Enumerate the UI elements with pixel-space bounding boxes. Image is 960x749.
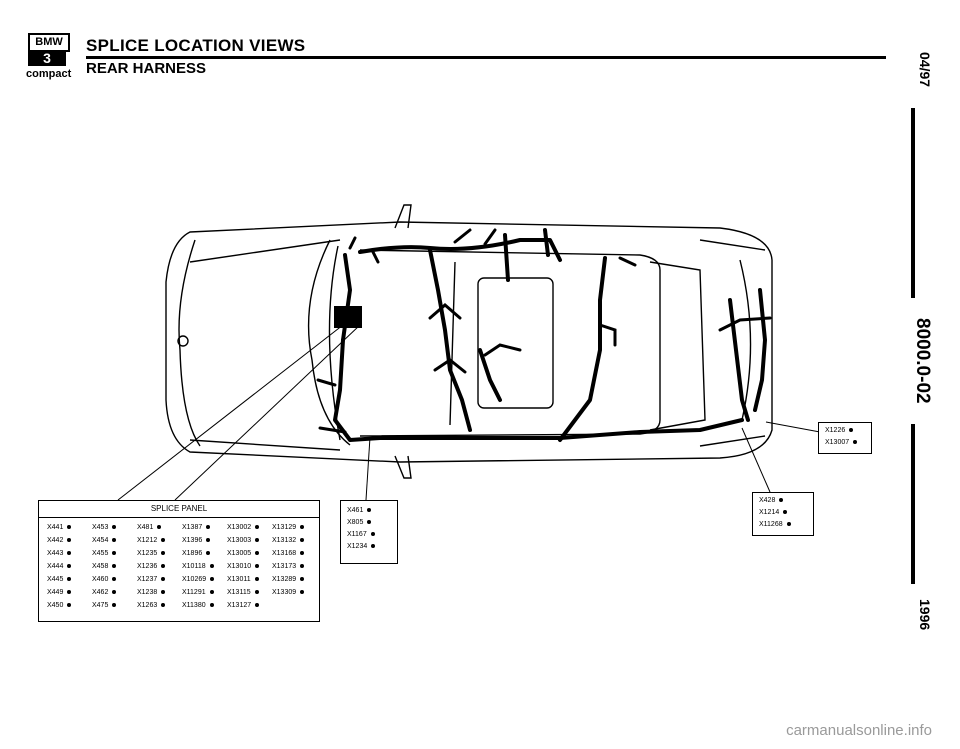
- logo-variant-text: compact: [26, 68, 72, 80]
- connector-label: X1214: [759, 507, 807, 519]
- connector-label: X13005: [227, 549, 272, 559]
- connector-label: X462: [92, 588, 137, 598]
- connector-label: X13129: [272, 523, 317, 533]
- connector-label: X453: [92, 523, 137, 533]
- connector-label: X428: [759, 495, 807, 507]
- watermark: carmanualsonline.info: [786, 722, 932, 739]
- connector-label: X481: [137, 523, 182, 533]
- connector-label: X454: [92, 536, 137, 546]
- connector-label: X1212: [137, 536, 182, 546]
- connector-label: X11380: [182, 601, 227, 611]
- connector-label: X13011: [227, 575, 272, 585]
- connector-label: X1387: [182, 523, 227, 533]
- header-rule: [86, 56, 886, 59]
- connector-label: X1263: [137, 601, 182, 611]
- logo-model-number: 3: [28, 51, 66, 66]
- connector-label: X11291: [182, 588, 227, 598]
- connector-label: X13007: [825, 437, 865, 449]
- connector-label: X805: [347, 517, 391, 529]
- connector-label: X460: [92, 575, 137, 585]
- leader-lines: [117, 324, 821, 501]
- connector-label: X1235: [137, 549, 182, 559]
- side-rule-bottom: [911, 424, 915, 584]
- connector-label: X1396: [182, 536, 227, 546]
- connector-label: X11268: [759, 519, 807, 531]
- connector-label: X475: [92, 601, 137, 611]
- connector-label: X450: [47, 601, 92, 611]
- connector-label: X13010: [227, 562, 272, 572]
- splice-panel-title: SPLICE PANEL: [39, 501, 319, 518]
- connector-label: X13289: [272, 575, 317, 585]
- connector-label: X442: [47, 536, 92, 546]
- side-date: 04/97: [917, 52, 933, 88]
- connector-label: X10269: [182, 575, 227, 585]
- connector-label: X441: [47, 523, 92, 533]
- side-page-number: 8000.0-02: [912, 318, 933, 404]
- connector-label: X1896: [182, 549, 227, 559]
- side-rule-top: [911, 108, 915, 298]
- connector-label: X13173: [272, 562, 317, 572]
- connector-label: X461: [347, 505, 391, 517]
- connector-label: X1237: [137, 575, 182, 585]
- connector-label: X445: [47, 575, 92, 585]
- connector-label: X1167: [347, 529, 391, 541]
- connector-label: X455: [92, 549, 137, 559]
- harness-branches: [316, 228, 772, 434]
- bmw-3-compact-logo: BMW 3 compact: [26, 33, 86, 81]
- page-subtitle: REAR HARNESS: [86, 60, 207, 77]
- connector-label: X13003: [227, 536, 272, 546]
- side-margin: 04/97 8000.0-02 1996: [893, 30, 933, 650]
- connector-label: X10118: [182, 562, 227, 572]
- connector-label: X444: [47, 562, 92, 572]
- page-title: SPLICE LOCATION VIEWS: [86, 36, 306, 55]
- side-year: 1996: [917, 599, 933, 631]
- connector-label: X1236: [137, 562, 182, 572]
- connector-label: X449: [47, 588, 92, 598]
- connector-label: X13127: [227, 601, 272, 611]
- connector-label: X458: [92, 562, 137, 572]
- connector-label: X13309: [272, 588, 317, 598]
- connector-label: X1238: [137, 588, 182, 598]
- connector-label: X13168: [272, 549, 317, 559]
- connector-label: X13002: [227, 523, 272, 533]
- connector-label: X1234: [347, 541, 391, 553]
- connector-label: X443: [47, 549, 92, 559]
- harness-wiring: [333, 228, 767, 442]
- connector-label: X13115: [227, 588, 272, 598]
- badge-mark: [177, 335, 189, 347]
- connector-label: X13132: [272, 536, 317, 546]
- connector-label: X1226: [825, 425, 865, 437]
